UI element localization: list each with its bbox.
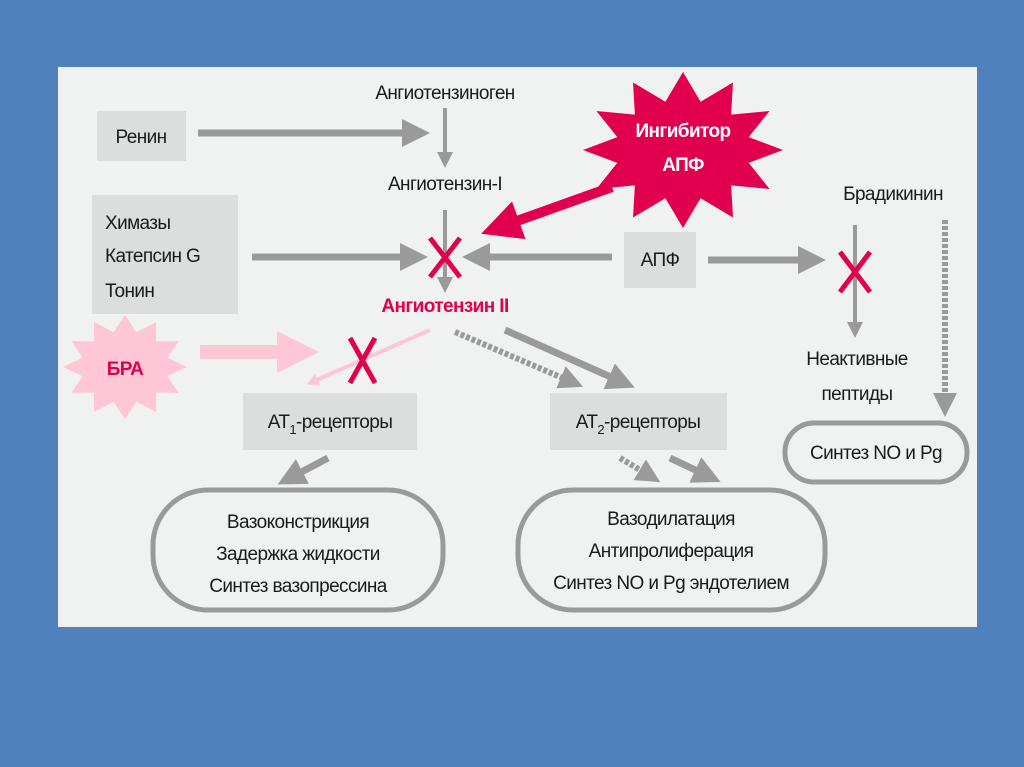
at2-effect: Вазодилатация: [607, 509, 735, 530]
no-pg-oval: [782, 420, 970, 485]
angiotensin2-label: Ангиотензин II: [381, 296, 509, 317]
ace-inhibitor-label-2: АПФ: [662, 155, 704, 176]
angiotensinogen-label: Ангиотензиноген: [375, 83, 514, 104]
arb-label: БРА: [107, 359, 144, 380]
at2-label: AT2-рецепторы: [576, 412, 701, 437]
ace-inhibitor-label: Ингибитор: [635, 121, 730, 142]
arb-star: [63, 315, 187, 419]
at2-effect: Синтез NO и Pg эндотелием: [553, 573, 789, 594]
no-pg-label: Синтез NO и Pg: [810, 443, 942, 464]
at1-effects-arrow: [277, 454, 330, 485]
at2-dashed-arrow: [453, 329, 584, 389]
block-x-icon: [838, 250, 872, 294]
at1-effects-oval: [150, 487, 446, 613]
angiotensin1-label: Ангиотензин-I: [388, 174, 502, 195]
at1-effect: Задержка жидкости: [216, 544, 380, 565]
block-x-icon: [347, 336, 378, 385]
at2-box: [550, 393, 727, 450]
bradykinin-label: Брадикинин: [843, 184, 943, 205]
at1-pink-arrow: [306, 328, 431, 386]
at1-label: AT1-рецепторы: [268, 412, 393, 437]
ace-label: АПФ: [641, 250, 680, 271]
ace-inhibitor-star: [583, 72, 783, 228]
at1-effect: Синтез вазопрессина: [209, 576, 387, 597]
at2-effects-oval: [515, 487, 828, 613]
at1-box: [243, 393, 417, 450]
chymase-label: Химазы: [105, 213, 170, 234]
at1-effect: Вазоконстрикция: [227, 512, 369, 533]
renin-label: Ренин: [115, 127, 166, 148]
tonin-label: Тонин: [105, 281, 154, 302]
renin-box: [97, 111, 186, 161]
chymase-box: [92, 195, 238, 314]
inactive-peptides-label-2: пептиды: [821, 384, 892, 405]
inhibitor-arrow: [481, 182, 614, 240]
at2-arrow: [503, 326, 635, 390]
at2-effect: Антипролиферация: [589, 541, 754, 562]
cathepsin-label: Катепсин G: [105, 246, 200, 267]
inactive-peptides-label: Неактивные: [806, 349, 908, 370]
ace-box: [624, 232, 696, 288]
block-x-icon: [428, 236, 462, 279]
at2-effects-arrow: [668, 454, 721, 483]
